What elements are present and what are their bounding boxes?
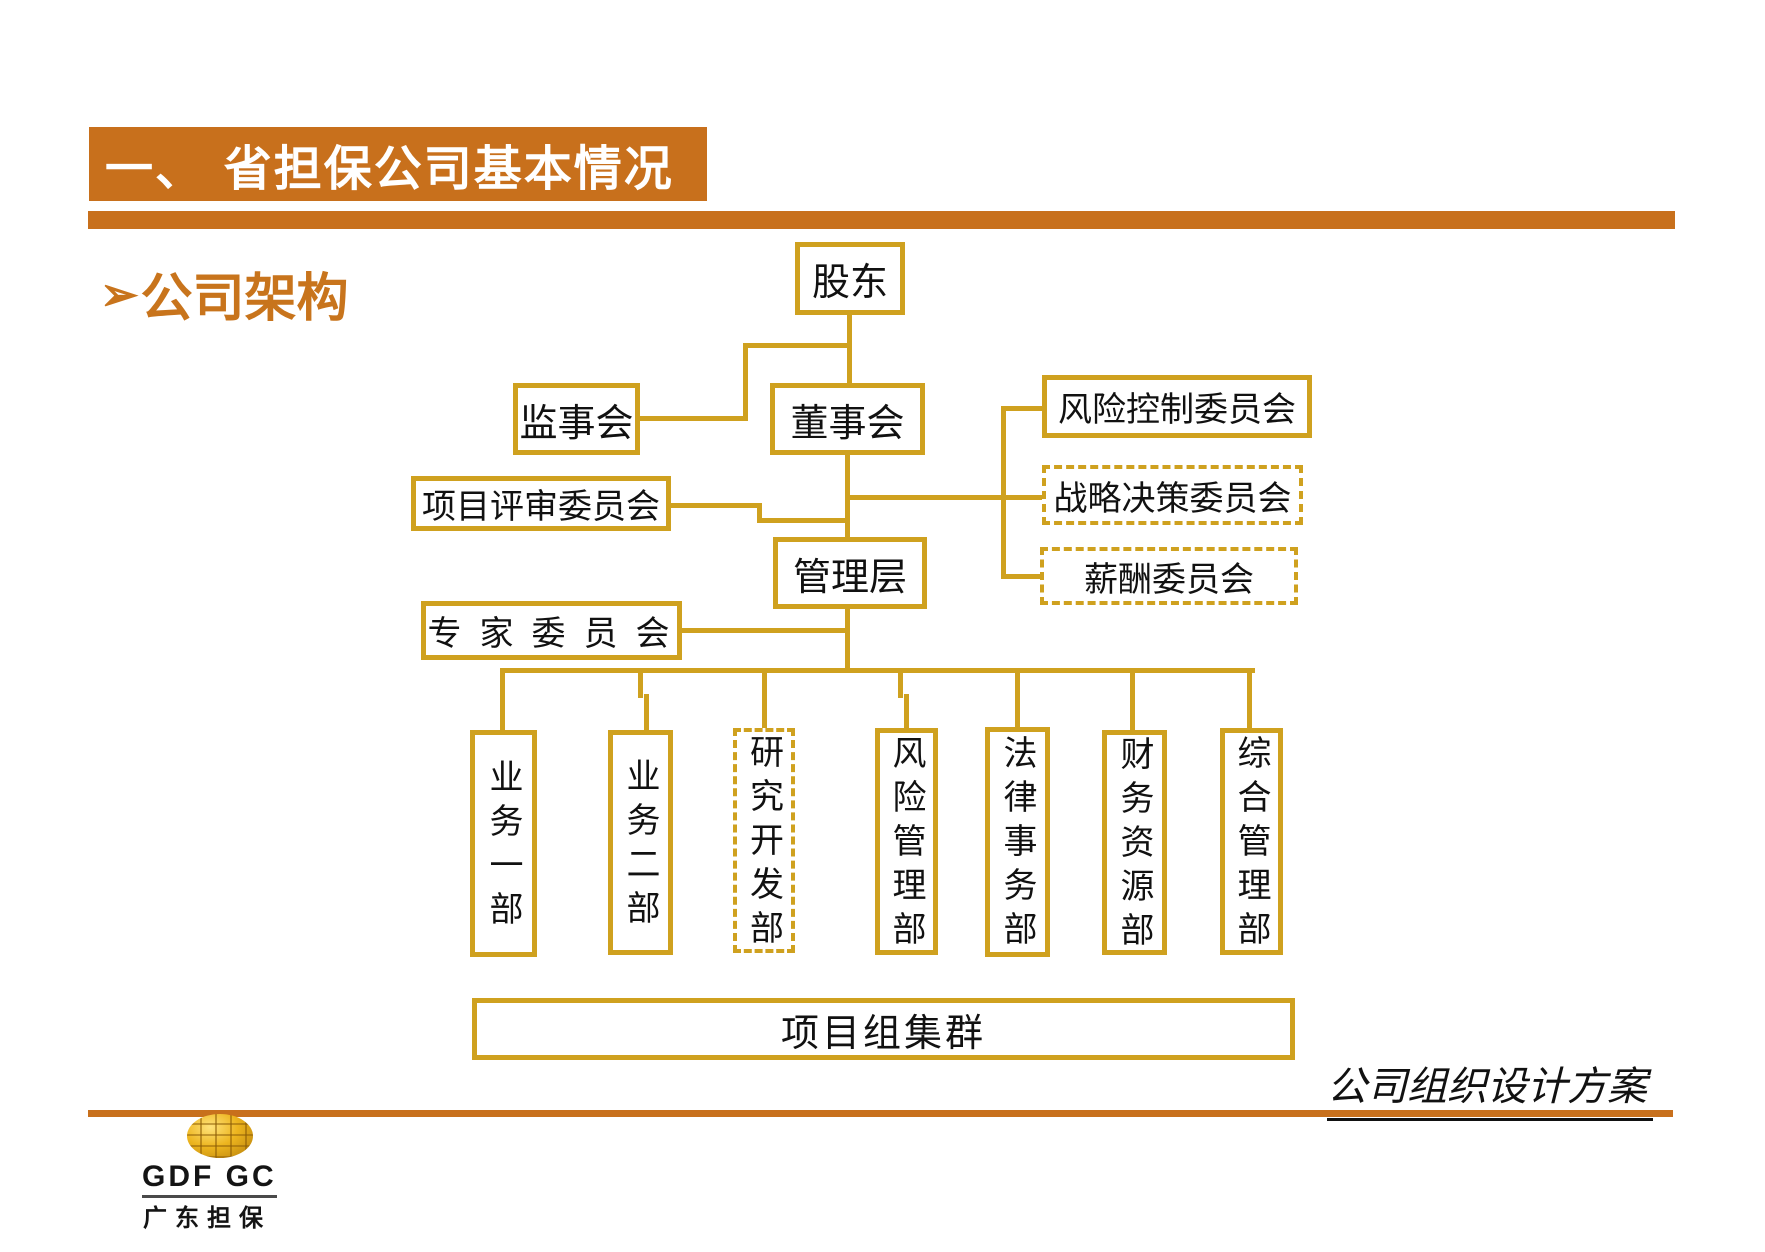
org-node-strategic-decision-committee-label: 战略决策委员会 bbox=[1053, 478, 1292, 519]
org-node-risk-control-committee: 风险控制委员会 bbox=[1042, 375, 1312, 438]
org-node-legal-affairs-dept-label: 法律事务部 bbox=[997, 735, 1037, 955]
org-node-expert-committee: 专家委员会 bbox=[421, 601, 682, 660]
top-divider-rule bbox=[88, 211, 1675, 229]
org-node-finance-resources-dept: 财务资源部 bbox=[1102, 730, 1167, 956]
org-node-management: 管理层 bbox=[773, 537, 927, 609]
connector-project-review-h2 bbox=[757, 518, 850, 523]
org-node-expert-committee-label: 专家委员会 bbox=[427, 614, 688, 654]
connector-supervisory-h2 bbox=[640, 416, 748, 421]
connector-supervisory-v bbox=[743, 343, 748, 421]
org-node-shareholders: 股东 bbox=[795, 242, 905, 315]
connector-stub-dept2a bbox=[638, 668, 643, 698]
org-node-supervisory-board: 监事会 bbox=[513, 383, 640, 455]
org-node-research-development-dept-label: 研究开发部 bbox=[743, 733, 784, 954]
org-node-compensation-committee: 薪酬委员会 bbox=[1040, 547, 1298, 605]
org-node-business-dept-2: 业务二部 bbox=[608, 730, 673, 955]
org-node-board-of-directors: 董事会 bbox=[770, 383, 925, 455]
connector-shareholders-board bbox=[847, 315, 852, 385]
connector-risk-control-stub bbox=[1001, 406, 1042, 411]
connector-stub-dept1 bbox=[500, 668, 505, 730]
org-node-business-dept-2-label: 业务二部 bbox=[620, 757, 660, 934]
connector-stub-dept2b bbox=[644, 694, 649, 730]
org-node-business-dept-1: 业务一部 bbox=[470, 730, 537, 957]
footer-caption: 公司组织设计方案 bbox=[1327, 1054, 1653, 1121]
connector-stub-dept4a bbox=[898, 668, 903, 698]
connector-stub-dept3 bbox=[762, 668, 767, 728]
gold-building-ellipse-icon bbox=[187, 1114, 253, 1158]
org-node-shareholders-label: 股东 bbox=[811, 260, 888, 304]
connector-expert-committee bbox=[682, 628, 848, 633]
connector-project-review-h1 bbox=[653, 503, 762, 508]
logo-acronym: GDF GC bbox=[142, 1160, 277, 1198]
connector-compensation-stub bbox=[1001, 574, 1040, 579]
section-heading-label: 公司架构 bbox=[140, 268, 349, 329]
slide-title: 一、 省担保公司基本情况 bbox=[105, 141, 674, 197]
connector-project-review-jog bbox=[757, 503, 762, 523]
org-node-project-review-committee-label: 项目评审委员会 bbox=[422, 487, 660, 527]
arrow-bullet-icon: ➢ bbox=[100, 266, 139, 321]
slide-title-banner: 一、 省担保公司基本情况 bbox=[89, 127, 707, 201]
connector-stub-dept6 bbox=[1130, 668, 1135, 730]
org-node-project-group-cluster-label: 项目组集群 bbox=[780, 1010, 986, 1055]
org-node-risk-control-committee-label: 风险控制委员会 bbox=[1058, 390, 1296, 430]
org-node-project-group-cluster: 项目组集群 bbox=[472, 998, 1295, 1060]
org-node-risk-management-dept: 风险管理部 bbox=[875, 728, 938, 955]
org-node-business-dept-1-label: 业务一部 bbox=[483, 758, 523, 935]
org-node-board-of-directors-label: 董事会 bbox=[790, 400, 905, 445]
org-node-legal-affairs-dept: 法律事务部 bbox=[985, 727, 1050, 957]
connector-stub-dept5 bbox=[1015, 668, 1020, 727]
org-node-strategic-decision-committee: 战略决策委员会 bbox=[1042, 465, 1303, 525]
org-node-general-management-dept-label: 综合管理部 bbox=[1231, 734, 1271, 955]
connector-supervisory-h1 bbox=[743, 343, 852, 348]
logo-company-name: 广东担保 bbox=[143, 1203, 271, 1232]
section-heading: ➢ 公司架构 bbox=[100, 256, 349, 331]
connector-stub-dept4b bbox=[904, 694, 909, 728]
org-node-risk-management-dept-label: 风险管理部 bbox=[886, 734, 926, 955]
org-node-general-management-dept: 综合管理部 bbox=[1220, 728, 1283, 955]
connector-right-branch bbox=[847, 495, 1042, 500]
connector-stub-dept7 bbox=[1247, 668, 1252, 728]
connector-right-trunk bbox=[1001, 406, 1006, 579]
org-node-research-development-dept: 研究开发部 bbox=[733, 728, 795, 954]
connector-management-bar bbox=[845, 607, 850, 673]
connector-distribution-bar bbox=[500, 668, 1255, 673]
org-node-compensation-committee-label: 薪酬委员会 bbox=[1084, 559, 1254, 600]
bottom-divider-rule bbox=[88, 1110, 1673, 1117]
org-node-project-review-committee: 项目评审委员会 bbox=[411, 476, 671, 531]
org-node-management-label: 管理层 bbox=[792, 554, 907, 599]
org-node-supervisory-board-label: 监事会 bbox=[519, 400, 634, 445]
org-node-finance-resources-dept-label: 财务资源部 bbox=[1114, 735, 1154, 956]
